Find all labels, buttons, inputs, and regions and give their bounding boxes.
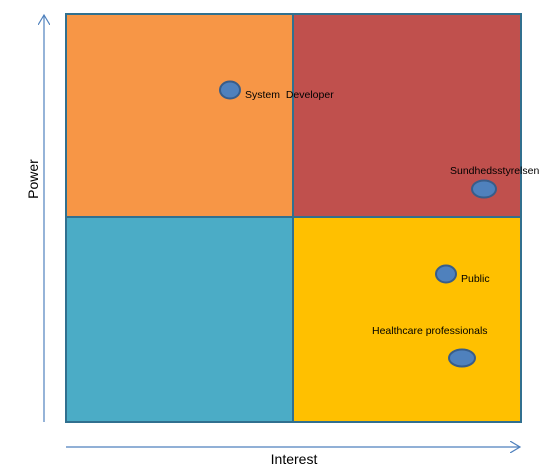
stakeholder-marker-sundhedsstyrelsen	[471, 179, 497, 199]
stakeholder-marker-public	[435, 264, 457, 284]
stakeholder-marker-healthcare-professionals	[448, 348, 476, 368]
stakeholder-label-healthcare-professionals: Healthcare professionals	[372, 325, 488, 337]
stakeholder-label-public: Public	[461, 273, 490, 285]
quadrant-low-power-low-interest	[66, 217, 293, 422]
quadrant-border-br	[292, 216, 522, 423]
stakeholder-label-system-developer: System Developer	[245, 89, 334, 101]
stakeholder-marker-system-developer	[219, 80, 241, 100]
quadrant-high-power-low-interest	[66, 14, 293, 217]
x-axis-label: Interest	[271, 451, 318, 467]
stakeholder-label-sundhedsstyrelsen: Sundhedsstyrelsen	[450, 165, 539, 177]
y-axis-label: Power	[25, 159, 41, 199]
quadrant-low-power-high-interest	[293, 217, 521, 422]
